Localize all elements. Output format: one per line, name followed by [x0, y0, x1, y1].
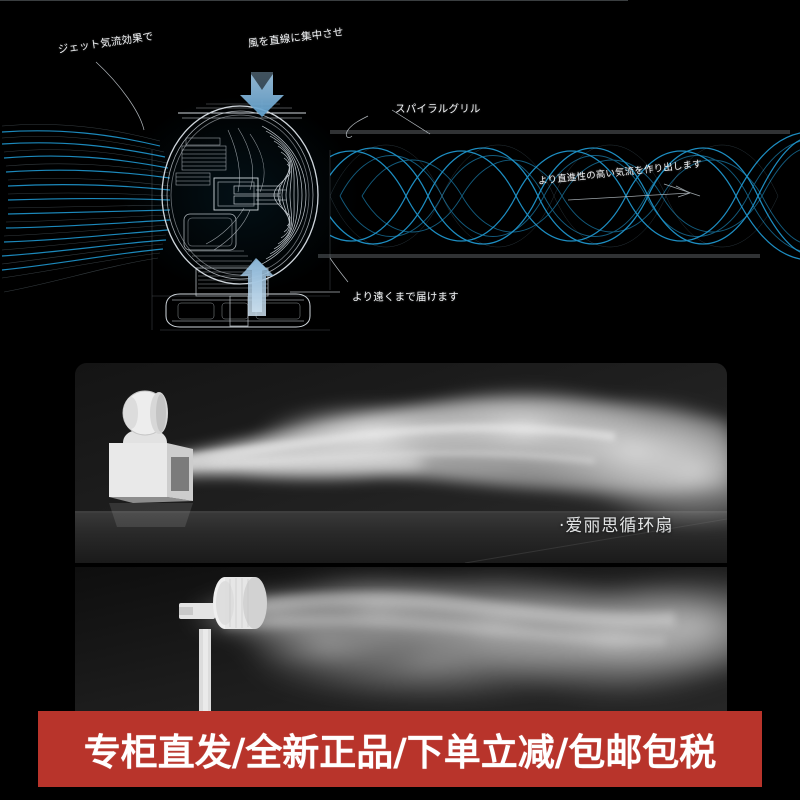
photo-circulator-smoke-test: ·爱丽思循环扇	[75, 363, 727, 563]
up-arrow-base-intake	[240, 258, 274, 316]
fan-glow	[120, 95, 360, 295]
leader-grill-2	[391, 109, 431, 135]
standing-fan-unit	[179, 577, 267, 711]
circulator-fan-unit	[109, 390, 193, 527]
photo-standing-fan-smoke-test	[75, 567, 727, 711]
leader-far	[329, 257, 349, 283]
label-leader-lines	[95, 61, 431, 293]
promo-banner: 专柜直发/全新正品/下单立减/包邮包税	[38, 711, 762, 787]
leader-jet	[95, 61, 145, 131]
down-arrow-intake	[240, 70, 284, 117]
photo-top-graphic	[75, 363, 727, 563]
straight-arrow	[0, 0, 701, 201]
airflow-tube-guides	[318, 130, 790, 258]
photo-bottom-graphic	[75, 567, 727, 711]
spiral-airflow-helix	[330, 132, 800, 260]
airflow-diagram-graphic	[0, 0, 800, 352]
promo-banner-text: 专柜直发/全新正品/下单立减/包邮包税	[83, 731, 717, 774]
smoke-demo-photo-stack: ·爱丽思循环扇	[75, 363, 727, 711]
leader-grill	[346, 115, 369, 138]
fan-cutaway-drawing	[161, 103, 319, 328]
airflow-diagram-section: ジェット気流効果で 風を直線に集中させ スパイラルグリル より直進性の高い気流を…	[0, 0, 800, 352]
